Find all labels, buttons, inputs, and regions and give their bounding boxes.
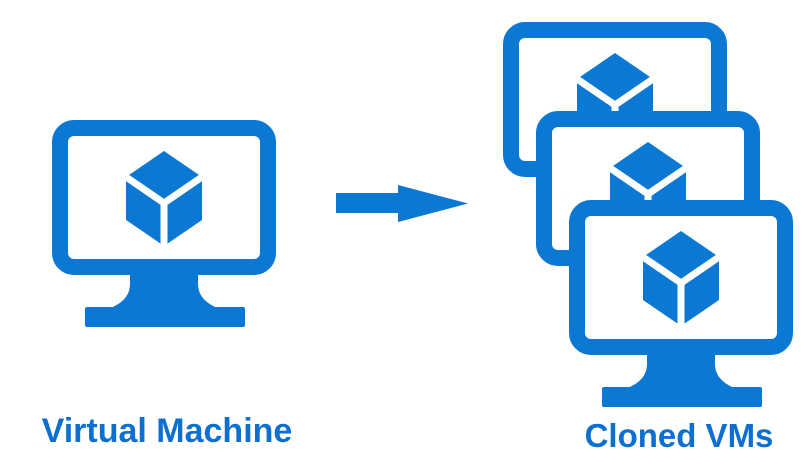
- virtual-machine-label: Virtual Machine: [41, 412, 293, 450]
- cloned-vms-label: Cloned VMs: [584, 417, 774, 454]
- cloned-vms-stack: [503, 22, 793, 407]
- cloned-vm-icon: [569, 200, 793, 407]
- right-arrow-icon: [336, 185, 468, 222]
- right-arrow-icon: [336, 185, 468, 222]
- virtual-machine-icon: [52, 120, 276, 327]
- vm-monitor-cube-icon: [569, 200, 793, 407]
- vm-monitor-cube-icon: [52, 120, 276, 327]
